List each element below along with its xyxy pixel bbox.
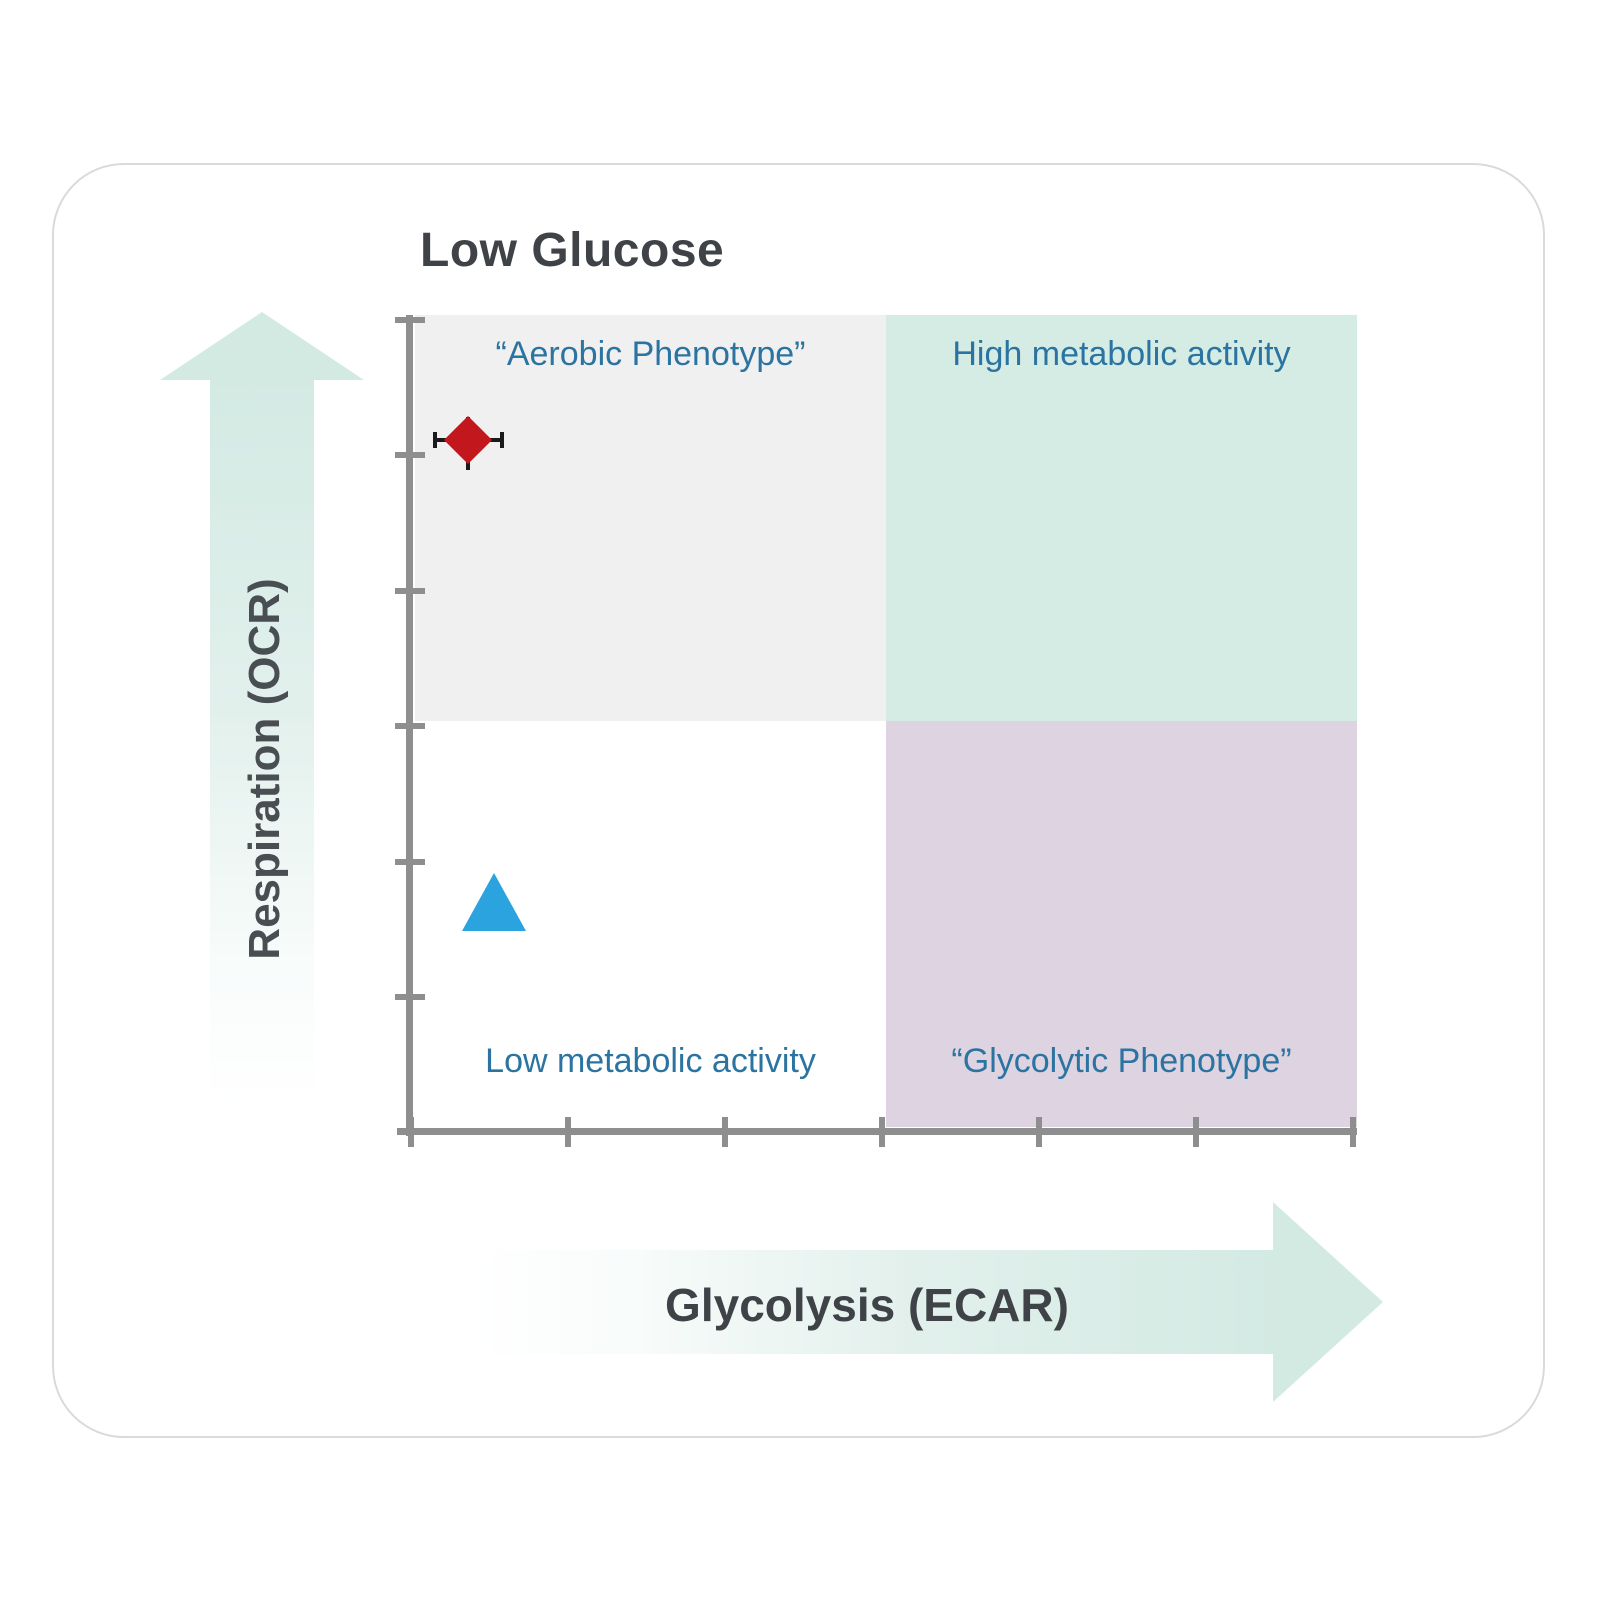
diamond-error-cap-right (500, 432, 504, 448)
quadrant-label-glycolytic: “Glycolytic Phenotype” (951, 1042, 1292, 1080)
y-axis-tick (395, 859, 425, 865)
quadrant-aerobic (415, 315, 886, 721)
quadrant-label-high-metabolic: High metabolic activity (952, 335, 1291, 373)
quadrant-label-low-metabolic: Low metabolic activity (485, 1042, 816, 1080)
x-axis-tick (879, 1117, 885, 1147)
x-axis-tick (565, 1117, 571, 1147)
y-axis-label: Respiration (OCR) (240, 578, 289, 960)
y-axis-arrow-head-icon (160, 312, 364, 380)
y-axis-arrow-shaft (210, 379, 314, 1111)
x-axis-tick (1350, 1117, 1356, 1147)
y-axis-tick (395, 994, 425, 1000)
y-axis-tick (395, 317, 425, 323)
x-axis-tick (408, 1117, 414, 1147)
y-axis-tick (395, 452, 425, 458)
y-axis-tick (395, 588, 425, 594)
x-axis-label: Glycolysis (ECAR) (665, 1279, 1069, 1331)
quadrant-label-aerobic: “Aerobic Phenotype” (495, 335, 806, 373)
x-axis-tick (1193, 1117, 1199, 1147)
quadrant-high-metabolic (886, 315, 1357, 721)
quadrant-glycolytic (886, 721, 1357, 1127)
x-axis-tick (722, 1117, 728, 1147)
chart-title: Low Glucose (420, 224, 725, 277)
x-axis-arrow-head-icon (1273, 1202, 1383, 1402)
x-axis-tick (1036, 1117, 1042, 1147)
figure-card: Low Glucose Respiration (OCR) Glycolysis… (52, 163, 1545, 1438)
plot-area: “Aerobic Phenotype” High metabolic activ… (415, 315, 1357, 1127)
x-axis-arrow-shaft (472, 1250, 1273, 1354)
y-axis-tick (395, 723, 425, 729)
diamond-error-cap-left (433, 432, 437, 448)
x-axis-line (397, 1128, 1357, 1135)
